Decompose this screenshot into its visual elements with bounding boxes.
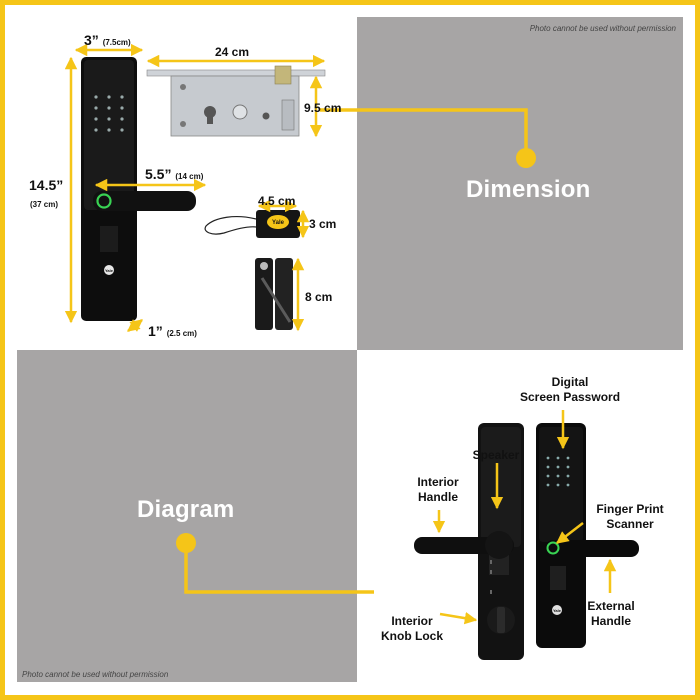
access-card-fob: Yale xyxy=(204,210,300,238)
knob-callout-arrow xyxy=(439,611,478,625)
diagram-connector-line xyxy=(184,545,374,594)
dimension-title-panel xyxy=(357,17,683,350)
lock-height-label: 14.5” xyxy=(29,177,64,193)
diagram-title: Diagram xyxy=(137,496,235,523)
mechanical-keys xyxy=(255,258,293,330)
external-handle-callout: External Handle xyxy=(587,599,635,628)
fingerprint-callout: Finger Print Scanner xyxy=(596,502,664,531)
mortise-width-label: 24 cm xyxy=(215,45,250,59)
watermark-top: Photo cannot be used without permission xyxy=(529,24,676,33)
interior-handle-callout: Interior Handle xyxy=(417,475,459,504)
key-cover xyxy=(100,226,118,252)
diagram-connector-dot xyxy=(176,533,196,553)
dimension-connector-dot xyxy=(516,148,536,168)
interior-handle-graphic xyxy=(414,531,514,559)
yale-logo-diagram: Yale xyxy=(552,605,562,615)
exterior-handle xyxy=(93,191,196,211)
svg-text:Yale: Yale xyxy=(105,268,114,273)
fingerprint-callout-arrow xyxy=(556,522,584,544)
yale-logo-small: Yale xyxy=(104,265,114,275)
card-width-label: 4.5 cm xyxy=(258,194,296,208)
interior-knob-graphic xyxy=(487,606,515,634)
card-height-label: 3 cm xyxy=(309,217,337,231)
dimension-connector-line xyxy=(320,108,528,156)
dimension-title: Dimension xyxy=(466,176,591,203)
svg-text:Yale: Yale xyxy=(553,608,562,613)
lock-depth-label: 1” (2.5 cm) xyxy=(148,323,197,339)
knob-lock-callout: Interior Knob Lock xyxy=(381,614,443,643)
depth-arrow xyxy=(127,319,143,332)
diagram-title-panel xyxy=(17,350,357,682)
exterior-handle-graphic xyxy=(545,540,639,557)
digital-screen-callout: Digital Screen Password xyxy=(519,375,621,404)
lock-width-label: 3” (7.5cm) xyxy=(84,32,131,48)
mortise-height-label: 9.5 cm xyxy=(304,101,342,115)
svg-text:Yale: Yale xyxy=(272,220,285,226)
handle-length-label: 5.5” (14 cm) xyxy=(145,166,204,182)
watermark-bottom: Photo cannot be used without permission xyxy=(22,670,169,679)
diagram-key-cover xyxy=(550,566,566,590)
keypad-digits xyxy=(94,95,124,132)
speaker-callout: Speaker xyxy=(472,448,520,462)
lock-height-metric: (37 cm) xyxy=(30,200,59,209)
diagram-keypad xyxy=(546,456,570,487)
key-height-label: 8 cm xyxy=(305,290,333,304)
mortise-lock-body xyxy=(146,65,326,137)
